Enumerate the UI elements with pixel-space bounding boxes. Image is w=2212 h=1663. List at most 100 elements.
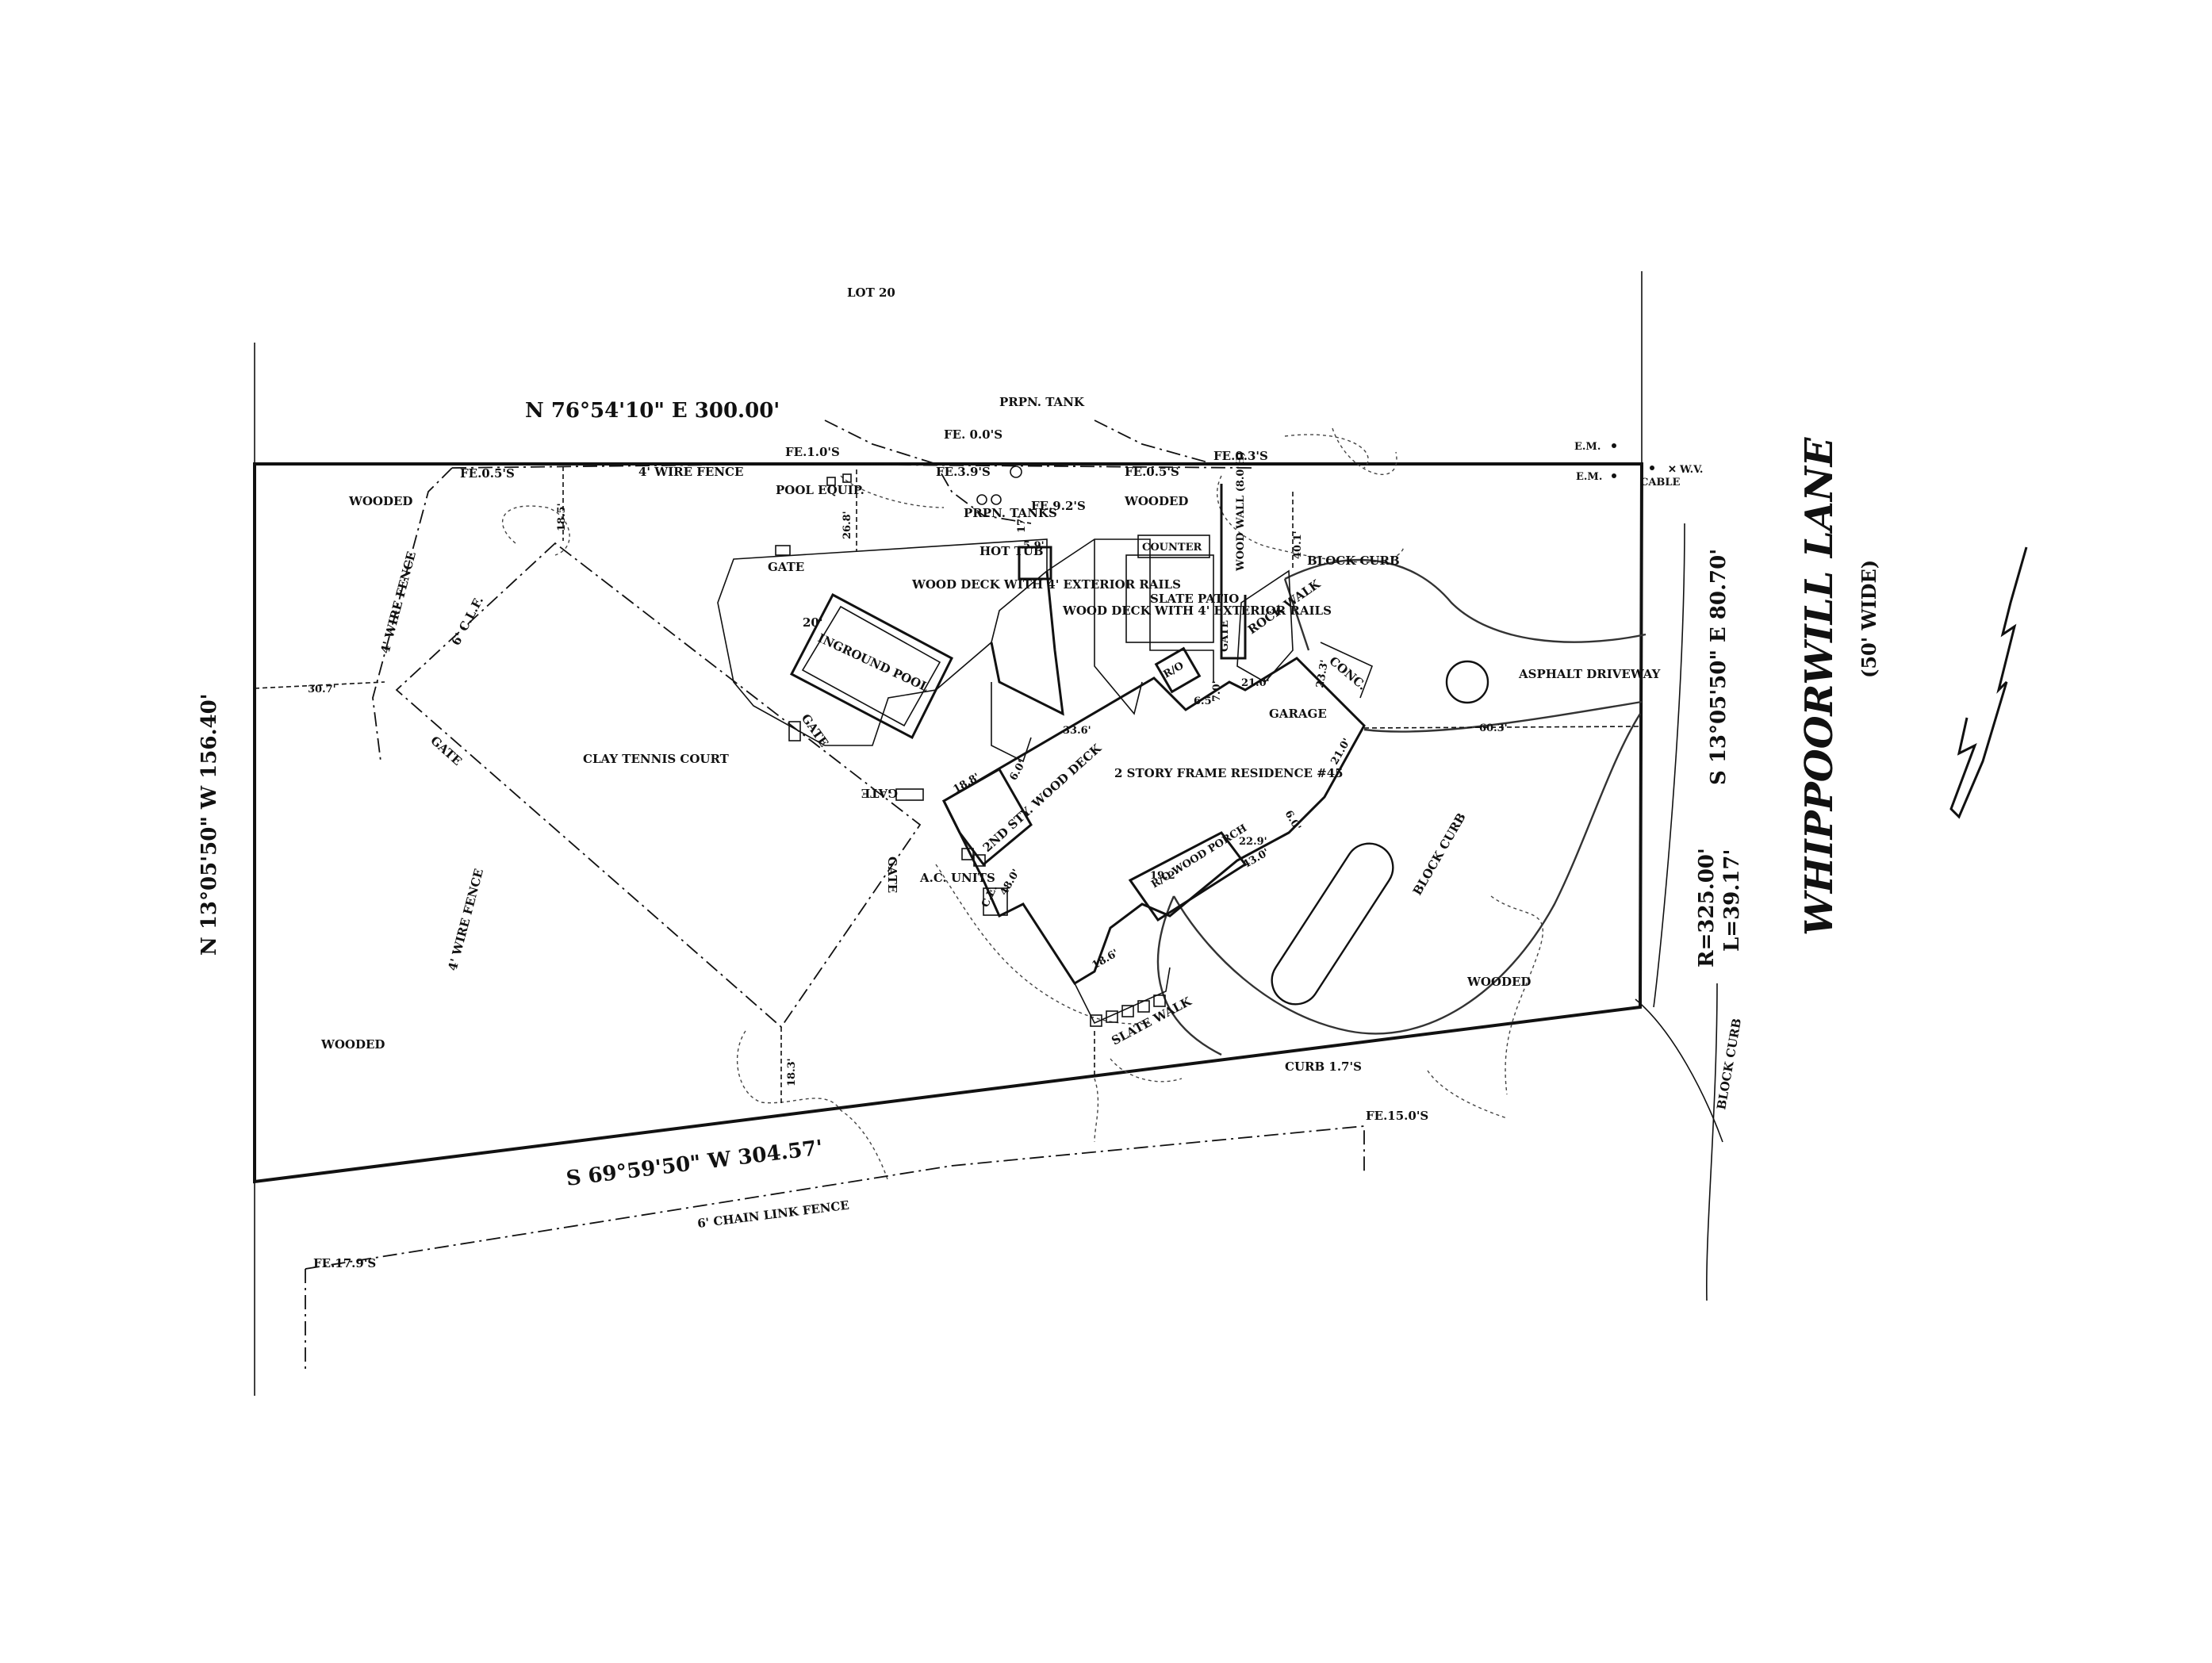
dim-label: 18.3' — [786, 1058, 798, 1086]
gate-label: GATE — [1219, 620, 1231, 652]
asphalt-label: ASPHALT DRIVEWAY — [1518, 667, 1661, 681]
utility-markers: ✕ — [1612, 443, 1677, 478]
dim-label: 18.8' — [952, 772, 982, 796]
block-curb-label: BLOCK CURB — [1307, 554, 1400, 568]
gate-label: GATE — [885, 856, 899, 893]
dim-label: 5.9' — [1023, 540, 1045, 552]
fe-label: FE.17.9'S — [313, 1256, 376, 1270]
svg-text:✕: ✕ — [1668, 464, 1677, 476]
curve-length: L=39.17' — [1720, 849, 1744, 952]
fe-label: FE.0.5'S — [1125, 465, 1179, 479]
wood-deck-2 — [990, 570, 1064, 716]
rock-walk — [1236, 569, 1294, 684]
street-width: (50' WIDE) — [1857, 560, 1880, 678]
ro-box — [1154, 646, 1202, 694]
conc-pad — [1320, 642, 1374, 699]
utility-symbols — [775, 466, 1022, 801]
dim-label: 60.3' — [1479, 722, 1508, 734]
block-curb-label: BLOCK CURB — [1410, 810, 1469, 898]
second-story-deck — [942, 767, 1033, 867]
wood-deck-label: WOOD DECK WITH 4' EXTERIOR RAILS — [1062, 604, 1332, 618]
wood-wall — [1220, 484, 1247, 660]
dim-label: 19.2' — [1150, 870, 1179, 882]
gate-label: GATE — [861, 786, 898, 800]
dim-label: 21.0' — [1241, 677, 1270, 689]
ac-units — [961, 848, 1008, 916]
fe-label: FE.15.0'S — [1366, 1109, 1428, 1123]
pool-label: INGROUND POOL — [815, 630, 931, 695]
dim-label: 48.0' — [998, 868, 1022, 898]
fe-label: FE.9.2'S — [1031, 499, 1086, 513]
prpn-tanks-label: PRPN. TANKS — [964, 506, 1057, 520]
fe-label: FE.0.5'S — [460, 466, 515, 481]
fe-label: FE.1.0'S — [785, 445, 840, 459]
wooded-label: WOODED — [348, 494, 412, 508]
counter-label: COUNTER — [1142, 542, 1202, 554]
prpn-tank-label: PRPN. TANK — [999, 395, 1085, 409]
counter — [1137, 535, 1210, 558]
block-curb-label: BLOCK CURB — [1714, 1017, 1744, 1111]
garage-label: GARAGE — [1269, 707, 1327, 721]
wire-fence-label: 4' WIRE FENCE — [638, 465, 743, 479]
wooded-label: WOODED — [1466, 975, 1531, 989]
dim-label: 30.7' — [308, 684, 336, 695]
wire-fence-label: 4' WIRE FENCE — [445, 867, 486, 972]
gate-label: GATE — [427, 734, 464, 768]
residence-label: 2 STORY FRAME RESIDENCE #45 — [1114, 766, 1344, 780]
dim-label: 18.5' — [556, 503, 568, 531]
cable-label: CABLE — [1640, 477, 1681, 489]
ro-label: R/O — [1162, 660, 1187, 680]
south-bearing: S 69°59'50" W 304.57' — [565, 1136, 824, 1190]
slate-walk — [1074, 967, 1171, 1027]
wv-label: W.V. — [1679, 464, 1703, 476]
ce-box — [983, 887, 1008, 916]
chain-link-fence — [305, 1125, 1365, 1372]
wire-fence-north — [372, 420, 1254, 762]
inground-pool — [789, 592, 953, 740]
dim-label: 18.6' — [1091, 948, 1121, 972]
dim-label: 6.5' — [1194, 695, 1215, 707]
wire-fence-label: 4' WIRE FENCE — [378, 550, 419, 655]
em-label: E.M. — [1574, 441, 1601, 453]
ro-wood-porch — [1128, 831, 1248, 922]
fe-label: FE.0.3'S — [1213, 449, 1268, 463]
driveway-island — [1271, 842, 1394, 1006]
clf-label: 6' C.L.F. — [449, 594, 486, 648]
em-label: E.M. — [1576, 471, 1602, 483]
north-arrow-icon — [1949, 546, 2028, 819]
pool-equip-label: POOL EQUIP. — [776, 483, 864, 497]
curve-radius: R=325.00' — [1695, 848, 1719, 968]
ac-units-label: A.C. UNITS — [919, 871, 995, 885]
tennis-court-label: CLAY TENNIS COURT — [583, 752, 730, 766]
dim-label: 23.3' — [1314, 659, 1331, 689]
dim-label: 33.6' — [1063, 725, 1091, 737]
dim-label: 26.8' — [841, 511, 853, 539]
north-bearing: N 76°54'10" E 300.00' — [525, 399, 780, 423]
dim-label: 7.0' — [1211, 680, 1223, 702]
dim-label: 17' — [1016, 515, 1028, 533]
curb-label: CURB 1.7'S — [1285, 1059, 1362, 1074]
property-boundary — [253, 462, 1644, 1184]
dim-label: 40.1' — [1292, 531, 1304, 559]
street-name: WHIPPOORWILL LANE — [1797, 436, 1842, 936]
pool-dim: 20' — [803, 615, 822, 630]
fe-label: FE. 0.0'S — [944, 427, 1002, 442]
conc-label: CONC. — [1326, 653, 1369, 693]
hot-tub — [1018, 546, 1052, 581]
dim-label: 6.0' — [1282, 809, 1303, 833]
gate-label: GATE — [768, 560, 804, 574]
fe-label: FE.3.9'S — [936, 465, 991, 479]
lot-label: LOT 20 — [847, 285, 895, 300]
west-bearing: N 13°05'50" W 156.40' — [197, 693, 221, 956]
wooded-label: WOODED — [320, 1037, 385, 1052]
hot-tub-label: HOT TUB — [979, 544, 1044, 558]
dim-label: 22.9' — [1239, 836, 1267, 848]
east-bearing: S 13°05'50" E 80.70' — [1707, 549, 1731, 785]
ce-label: C.E. — [979, 883, 1000, 910]
residence-footprint — [942, 657, 1366, 986]
second-deck-label: 2ND STY. WOOD DECK — [980, 741, 1105, 855]
wood-wall-label: WOOD WALL (8.0'H) — [1235, 451, 1247, 572]
slate-patio — [1125, 554, 1214, 643]
dimension-leaders — [254, 466, 1641, 1106]
